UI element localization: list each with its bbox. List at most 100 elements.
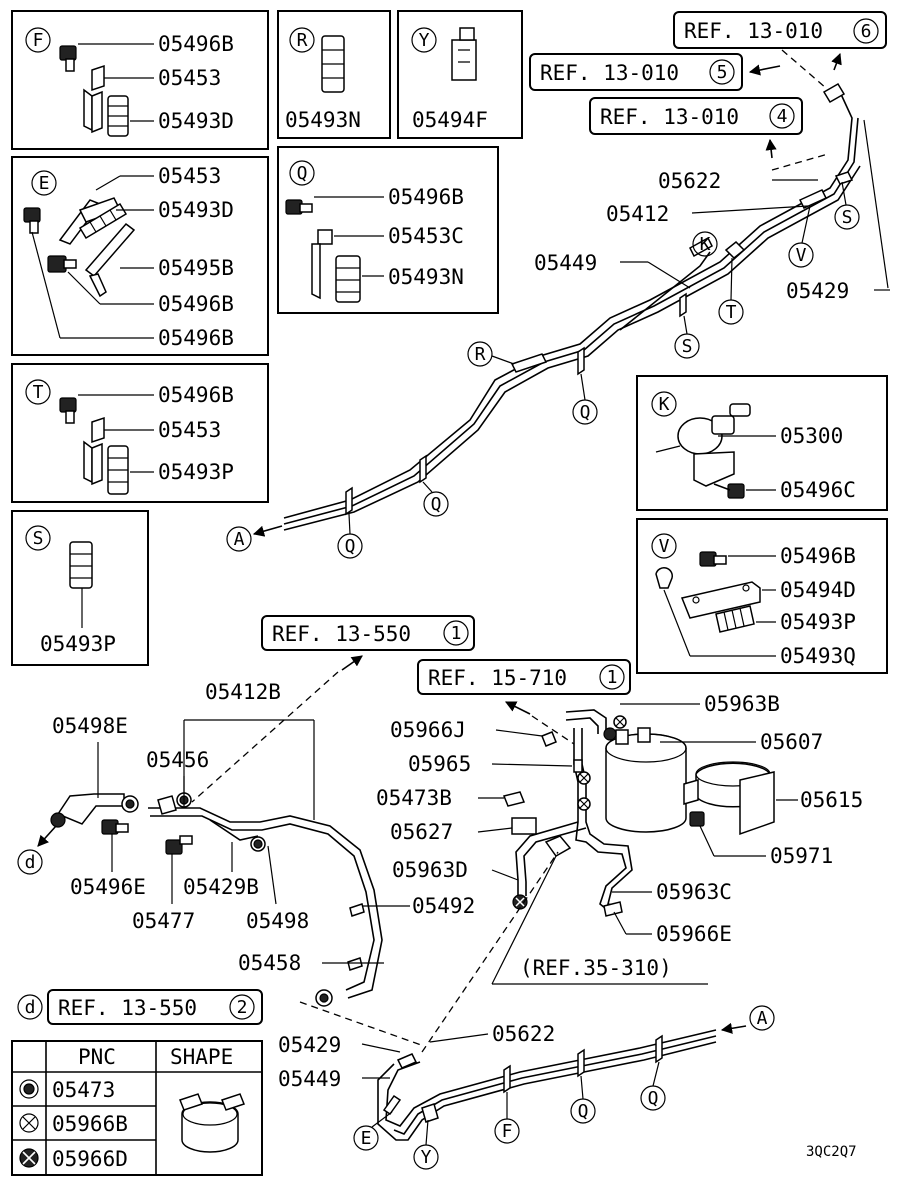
- ref-number: 1: [451, 623, 462, 644]
- part-05429b: 05429B: [183, 875, 259, 899]
- lower-left-hoses: [50, 792, 383, 1007]
- bracket-icon: [311, 229, 333, 300]
- tag-d: d: [25, 852, 36, 873]
- part-05498e: 05498E: [52, 714, 128, 738]
- arrow-icon: [765, 138, 777, 159]
- clip-icon: [421, 1103, 439, 1123]
- inset-y-tag: Y: [419, 30, 430, 51]
- inset-t-part-2: 05453: [158, 418, 221, 442]
- bracket-icon: [83, 64, 105, 134]
- part-05412b: 05412B: [205, 680, 281, 704]
- clamp-icon: [715, 605, 755, 633]
- tag-y: Y: [421, 1147, 432, 1168]
- part-05498: 05498: [246, 909, 309, 933]
- inset-s: S 05493P: [11, 510, 149, 666]
- inset-f-part-3: 05493D: [158, 109, 234, 133]
- ref-15-710-1: REF. 15-710 1: [417, 659, 631, 695]
- arrow-icon: [504, 701, 531, 715]
- ref-13-010-6: REF. 13-010 6: [673, 11, 887, 49]
- part-05429: 05429: [786, 279, 849, 303]
- bolt-icon: [47, 255, 77, 273]
- lower-left-callouts: 05412B 05498E 05456 d 05496E 05429B 0547…: [17, 680, 475, 975]
- inset-f-tag: F: [33, 30, 44, 51]
- ref-text: REF. 13-010: [600, 105, 739, 129]
- upper-fuel-lines: [283, 82, 861, 531]
- clip-icon: [502, 791, 526, 807]
- tag-t: T: [726, 302, 737, 323]
- bolt-icon: [101, 819, 129, 835]
- clamp-icon: [69, 541, 93, 589]
- clamp-icon: [345, 486, 353, 516]
- bracket-icon: [680, 581, 761, 619]
- bolt-icon: [23, 207, 41, 234]
- connector-icon: [603, 901, 623, 917]
- inset-e-part-3: 05495B: [158, 256, 234, 280]
- tag-q: Q: [578, 1101, 589, 1122]
- inset-f: F 05496B 05453 05493D: [11, 10, 269, 150]
- leader-dashed: [781, 49, 827, 89]
- fuel-pressure-regulator-icon: [655, 403, 751, 487]
- tag-r: R: [475, 344, 486, 365]
- inset-k-part-2: 05496C: [780, 478, 856, 502]
- ref-text: REF. 13-010: [684, 19, 823, 43]
- x-circle-icon: [19, 1113, 39, 1133]
- ref-text: REF. 15-710: [428, 666, 567, 690]
- bracket-icon: [84, 222, 136, 298]
- hose-end-icon: [822, 82, 846, 104]
- inset-v-part-2: 05494D: [780, 578, 856, 602]
- inset-e-part-1: 05453: [158, 164, 221, 188]
- inset-k-tag: K: [659, 394, 670, 415]
- inset-e-part-4: 05496B: [158, 292, 234, 316]
- inset-v-part-3: 05493P: [780, 610, 856, 634]
- part-05449: 05449: [278, 1067, 341, 1091]
- tag-a: A: [234, 529, 245, 550]
- inset-r: R 05493N: [277, 10, 391, 139]
- lower-callouts: A 05429 05622 05449 E Y F Q Q: [278, 1005, 775, 1170]
- part-05456: 05456: [146, 748, 209, 772]
- part-05622: 05622: [658, 169, 721, 193]
- ref-number: 1: [607, 667, 618, 688]
- part-05412: 05412: [606, 202, 669, 226]
- ref-number: 5: [717, 62, 728, 83]
- part-05966e: 05966E: [656, 922, 732, 946]
- legend-header-shape: SHAPE: [170, 1045, 233, 1069]
- inset-v-part-1: 05496B: [780, 544, 856, 568]
- part-05963d: 05963D: [392, 858, 468, 882]
- inset-t: T 05496B 05453 05493P: [11, 363, 269, 503]
- bolt-icon: [285, 199, 313, 215]
- part-05966j: 05966J: [390, 718, 466, 742]
- clamp-icon: [655, 1034, 663, 1064]
- part-05449: 05449: [534, 251, 597, 275]
- clamp-icon: [335, 255, 361, 303]
- canister-callouts: 05963B 05966J 05607 05965 05473B 05615 0…: [376, 692, 863, 985]
- part-05971: 05971: [770, 844, 833, 868]
- bolt-icon: [699, 551, 727, 567]
- arrow-icon: [341, 655, 363, 671]
- leader-dashed: [191, 671, 339, 803]
- inset-e-part-5: 05496B: [158, 326, 234, 350]
- bracket-icon: [511, 817, 537, 835]
- legend-pnc-3: 05966D: [52, 1147, 128, 1171]
- clamp-icon: [724, 240, 746, 260]
- tag-v: V: [796, 245, 807, 266]
- clamp-icon: [577, 1048, 585, 1078]
- ref-13-550-2: d REF. 13-550 2: [17, 989, 263, 1025]
- inset-v-tag: V: [659, 536, 670, 557]
- clamp-icon: [419, 454, 427, 484]
- inset-e-tag: E: [39, 173, 50, 194]
- legend-pnc-1: 05473: [52, 1078, 115, 1102]
- clamp-dot-icon: [50, 812, 66, 828]
- leader-dashed: [771, 153, 829, 171]
- tag-q: Q: [345, 536, 356, 557]
- clamp-dot-icon: [603, 727, 617, 741]
- tag-a: A: [757, 1008, 768, 1029]
- arrow-icon: [831, 52, 842, 71]
- lower-fuel-lines: [377, 1029, 717, 1141]
- part-05477: 05477: [132, 909, 195, 933]
- upper-callouts: 05622 05412 05449 05429 K S V T S R Q Q …: [226, 119, 890, 559]
- bracket-icon: [58, 197, 122, 245]
- ref-text: REF. 13-010: [540, 61, 679, 85]
- ref-35-310: (REF.35-310): [520, 956, 672, 980]
- bracket-icon: [83, 416, 105, 486]
